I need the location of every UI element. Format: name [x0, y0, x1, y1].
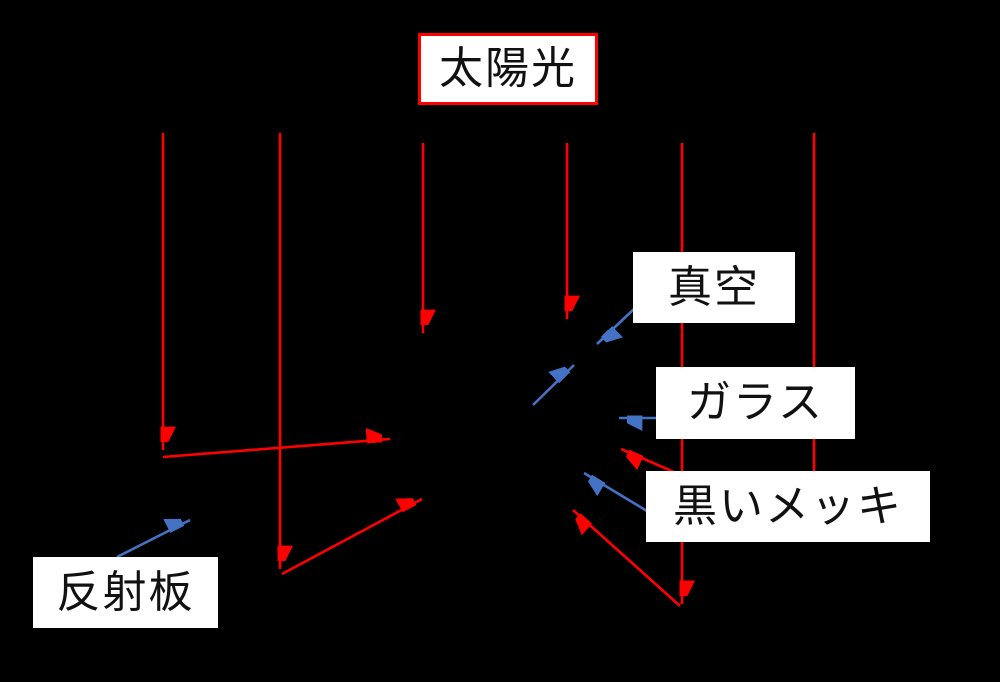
- label-vacuum-text: 真空: [668, 262, 760, 312]
- label-black-plating-text: 黒いメッキ: [673, 481, 903, 531]
- pointer-arrow-vacuum-up: [532, 365, 575, 406]
- pointer-arrow-plating: [583, 471, 648, 513]
- reflected-ray-3: [573, 509, 681, 607]
- pointer-arrow-reflector: [116, 520, 191, 559]
- label-sunlight: 太陽光: [418, 33, 598, 105]
- label-vacuum: 真空: [633, 252, 795, 323]
- label-glass-text: ガラス: [686, 378, 825, 427]
- reflected-ray-1: [162, 439, 391, 459]
- pointer-arrow-vacuum-down: [596, 308, 635, 344]
- label-glass: ガラス: [656, 367, 855, 439]
- label-black-plating: 黒いメッキ: [646, 471, 930, 542]
- label-sunlight-text: 太陽光: [439, 44, 577, 93]
- label-reflector-text: 反射板: [56, 567, 195, 617]
- label-reflector: 反射板: [33, 557, 218, 628]
- reflected-ray-2: [281, 499, 423, 576]
